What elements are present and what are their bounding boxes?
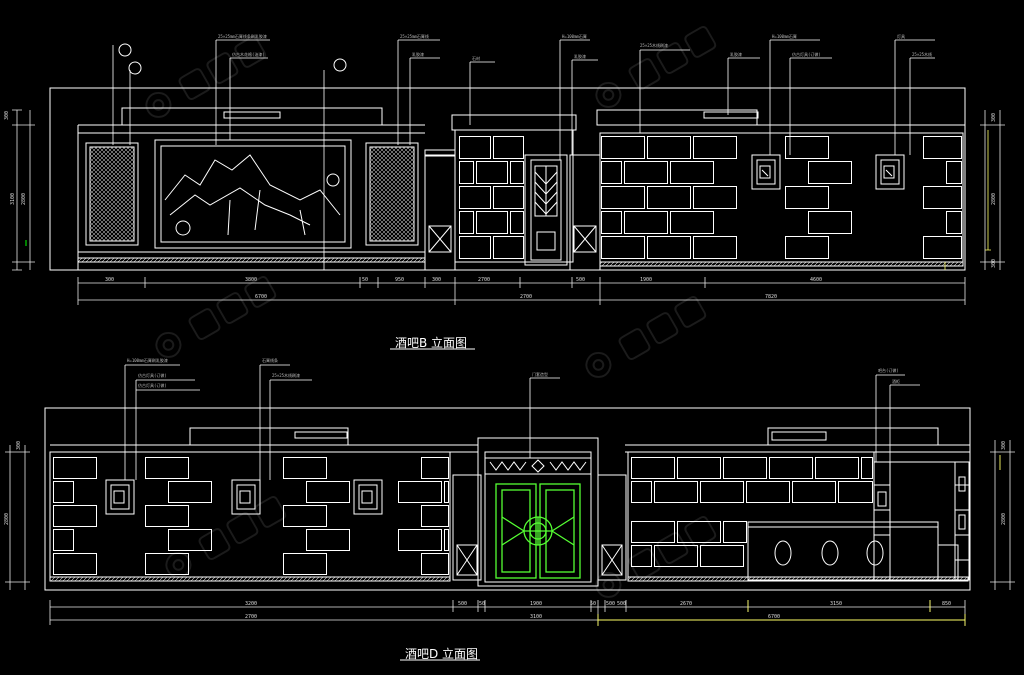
svg-text:乳胶漆: 乳胶漆	[412, 51, 424, 57]
leaders-b	[112, 39, 935, 270]
dim-b-6: 500	[576, 277, 585, 283]
dim-d-right-0: 300	[1001, 441, 1007, 450]
entrance-door	[495, 483, 581, 579]
elevation-b	[49, 87, 966, 271]
svg-text:◎ ▢▢▢: ◎ ▢▢▢	[585, 505, 724, 608]
svg-text:仿古灯具(订做): 仿古灯具(订做)	[138, 382, 167, 388]
dim-b-2: 50	[362, 277, 368, 283]
dim-b-0: 300	[105, 277, 114, 283]
dim-d-total-1: 3100	[530, 614, 542, 620]
dim-b-8: 4600	[810, 277, 822, 283]
lattice-panel-left	[85, 142, 139, 246]
dim-text-top-d: 3200 500 50 1900 50 500 500 2670 3150 85…	[4, 441, 1007, 620]
dim-b-5: 2700	[478, 277, 490, 283]
annotation-scribbles-d: H=100mm石膏刷乳胶漆 仿古灯具(订做) 仿古灯具(订做) 石膏线条 25×…	[127, 357, 900, 388]
dim-d-total-2: 6700	[768, 614, 780, 620]
dim-b-4: 300	[432, 277, 441, 283]
dimension-lines-b	[12, 109, 1005, 305]
elevation-d	[44, 407, 971, 591]
dim-d-0: 3200	[245, 601, 257, 607]
svg-text:25×25木线刷漆: 25×25木线刷漆	[272, 372, 300, 378]
svg-text:◎ ▢▢▢: ◎ ▢▢▢	[145, 265, 284, 368]
dim-b-total-0: 6700	[255, 294, 267, 300]
svg-text:25×25mm石膏线条刷乳胶漆: 25×25mm石膏线条刷乳胶漆	[218, 33, 267, 39]
dim-d-1: 500	[458, 601, 467, 607]
title-elevation-b: 酒吧B 立面图	[395, 336, 468, 350]
svg-text:吧台(订做): 吧台(订做)	[878, 367, 899, 373]
svg-text:石材: 石材	[472, 55, 480, 61]
svg-text:H=100mm石膏: H=100mm石膏	[562, 33, 587, 39]
dim-b-1: 3800	[245, 277, 257, 283]
dim-b-total-2: 7820	[765, 294, 777, 300]
leaders-d	[124, 364, 920, 480]
dim-d-3: 1900	[530, 601, 542, 607]
dim-b-left-1: 2800	[21, 193, 27, 205]
dim-d-6: 500	[617, 601, 626, 607]
svg-text:酒柜: 酒柜	[892, 378, 900, 384]
dim-b-right-1: 2800	[991, 193, 997, 205]
title-underlines	[390, 348, 480, 661]
dim-b-3: 950	[395, 277, 404, 283]
svg-text:仿古灯具(订做): 仿古灯具(订做)	[138, 372, 167, 378]
door-ornament-icon	[774, 540, 884, 566]
dimension-yellow-d	[597, 455, 1001, 626]
svg-text:25×25木线刷漆: 25×25木线刷漆	[640, 42, 668, 48]
svg-text:门套造型: 门套造型	[532, 371, 548, 377]
lantern-icon	[231, 479, 261, 515]
svg-text:乳胶漆: 乳胶漆	[574, 53, 586, 59]
dim-d-9: 850	[942, 601, 951, 607]
svg-text:H=100mm石膏刷乳胶漆: H=100mm石膏刷乳胶漆	[127, 357, 168, 363]
dim-d-left-1: 2800	[4, 513, 10, 525]
dim-b-left-2: 3100	[10, 193, 16, 205]
dim-b-left-0: 300	[4, 111, 10, 120]
svg-text:25×25木线: 25×25木线	[912, 51, 932, 57]
svg-text:◎ ▢▢▢: ◎ ▢▢▢	[585, 15, 724, 118]
dim-d-8: 3150	[830, 601, 842, 607]
dim-d-4: 50	[590, 601, 596, 607]
stone-bricks-d	[53, 457, 873, 575]
dim-b-right-2: 300	[991, 259, 997, 268]
dim-b-right-0: 300	[991, 113, 997, 122]
dimension-yellow-b	[944, 130, 991, 270]
section-mark-icon	[118, 43, 347, 75]
dim-b-total-1: 2700	[520, 294, 532, 300]
svg-text:◎ ▢▢▢: ◎ ▢▢▢	[155, 485, 294, 588]
lantern-icon	[875, 154, 905, 190]
dim-b-7: 1900	[640, 277, 652, 283]
bar-counter	[747, 521, 939, 581]
svg-text:乳胶漆: 乳胶漆	[730, 51, 742, 57]
lantern-icon	[353, 479, 383, 515]
mountain-mural-icon	[154, 139, 352, 249]
dim-d-total-0: 2700	[245, 614, 257, 620]
svg-text:25×25mm石膏线: 25×25mm石膏线	[400, 33, 429, 39]
dim-d-7: 2670	[680, 601, 692, 607]
svg-text:灯具: 灯具	[897, 33, 905, 39]
lantern-icon	[751, 154, 781, 190]
svg-text:H=100mm石膏: H=100mm石膏	[772, 33, 797, 39]
annotation-scribbles-b: 25×25mm石膏线条刷乳胶漆 仿古木花格(油漆) 25×25mm石膏线 乳胶漆…	[218, 33, 932, 61]
dim-d-left-0: 300	[16, 441, 22, 450]
dim-text-top-b: 300 3800 50 950 300 2700 500 1900 4600 6…	[4, 111, 997, 300]
title-elevation-d: 酒吧D 立面图	[405, 647, 479, 661]
svg-text:石膏线条: 石膏线条	[262, 357, 278, 363]
watermark-logo-icon: ◎ ▢▢▢ ◎ ▢▢▢ ◎ ▢▢▢ ◎ ▢▢▢ ◎ ▢▢▢ ◎ ▢▢▢	[135, 15, 724, 608]
lantern-icon	[105, 479, 135, 515]
lattice-panel-right	[365, 142, 419, 246]
dim-d-right-1: 2800	[1001, 513, 1007, 525]
svg-text:仿古木花格(油漆): 仿古木花格(油漆)	[232, 51, 265, 57]
stone-bricks-b	[459, 136, 962, 259]
dim-d-5: 500	[606, 601, 615, 607]
svg-text:仿古灯具(订做): 仿古灯具(订做)	[792, 51, 821, 57]
dim-d-2: 50	[479, 601, 485, 607]
